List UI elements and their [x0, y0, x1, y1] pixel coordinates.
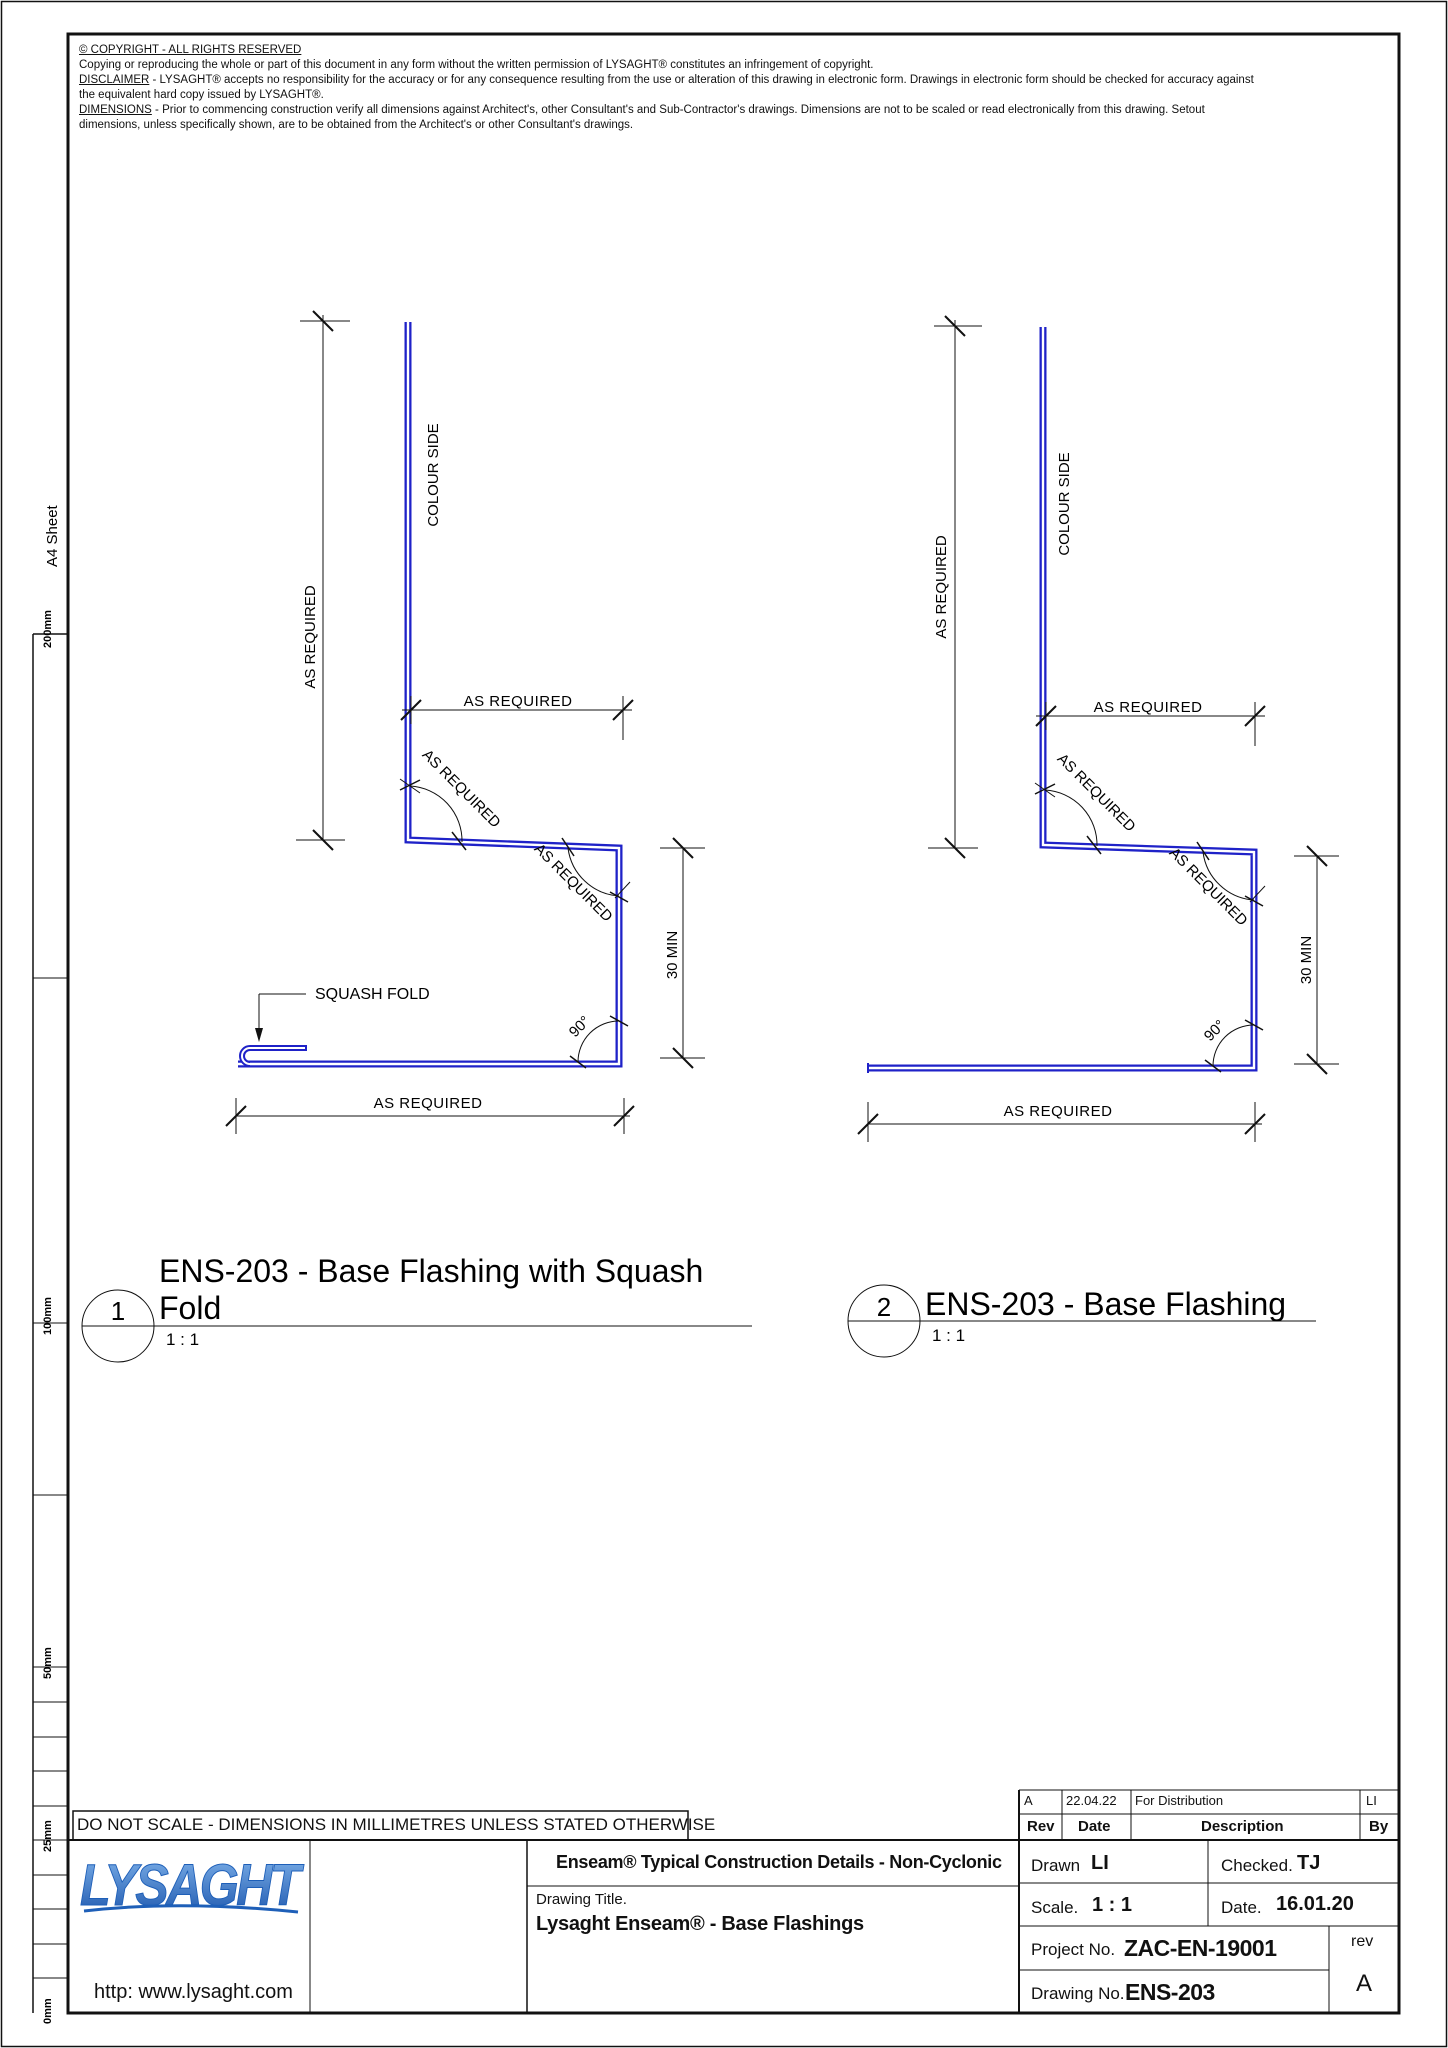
dimensions-text-1: - Prior to commencing construction verif…: [151, 104, 1205, 116]
detail-2-flashing: [867, 327, 1258, 1073]
do-not-scale-note: DO NOT SCALE - DIMENSIONS IN MILLIMETRES…: [77, 1815, 716, 1834]
detail-1-flashing: [238, 322, 623, 1068]
ruler-mark-0: 0mm: [42, 1998, 54, 2024]
detail-2-number: 2: [877, 1292, 891, 1322]
dimensions-heading: DIMENSIONS: [79, 104, 152, 116]
copyright-text: Copying or reproducing the whole or part…: [79, 59, 874, 71]
d1-as-required-bottom: AS REQUIRED: [374, 1095, 483, 1112]
detail-1-dimensions: [225, 310, 705, 1134]
ruler-mark-25: 25mm: [42, 1820, 54, 1852]
detail-2-dimensions: [857, 315, 1339, 1142]
lysaght-logo: LYSAGHT: [80, 1853, 309, 1919]
rev-label: rev: [1351, 1933, 1374, 1950]
detail-2-title: ENS-203 - Base Flashing: [925, 1286, 1286, 1322]
header-description: Description: [1201, 1818, 1284, 1835]
d2-colour-side: COLOUR SIDE: [1056, 452, 1073, 555]
header-by: By: [1369, 1818, 1389, 1835]
website-link[interactable]: http: www.lysaght.com: [94, 1981, 293, 2003]
title-block-lines: [68, 1789, 1399, 2013]
rev-row-rev: A: [1024, 1793, 1033, 1808]
d2-angle-90: 90°: [1201, 1017, 1229, 1045]
detail-1-number: 1: [111, 1296, 125, 1326]
rev-value: A: [1356, 1970, 1373, 1997]
d1-angle-90: 90°: [566, 1013, 594, 1041]
rev-row-by: LI: [1366, 1793, 1377, 1808]
project-title: Enseam® Typical Construction Details - N…: [556, 1852, 1002, 1872]
legal-notes: © COPYRIGHT - ALL RIGHTS RESERVED Copyin…: [79, 43, 1319, 133]
d1-as-required-top: AS REQUIRED: [464, 693, 573, 710]
ruler-mark-50: 50mm: [42, 1647, 54, 1679]
project-no-label: Project No.: [1031, 1940, 1116, 1959]
drawing-title-label: Drawing Title.: [536, 1891, 627, 1908]
detail-1-title-line2: Fold: [159, 1290, 221, 1326]
d2-as-required-top: AS REQUIRED: [1094, 699, 1203, 716]
drawn-value: LI: [1091, 1852, 1109, 1874]
disclaimer-heading: DISCLAIMER: [79, 74, 150, 86]
project-no-value: ZAC-EN-19001: [1124, 1935, 1277, 1961]
ruler-mark-200: 200mm: [42, 610, 54, 648]
drawn-label: Drawn: [1031, 1856, 1081, 1875]
header-date: Date: [1078, 1818, 1111, 1835]
copyright-heading: © COPYRIGHT - ALL RIGHTS RESERVED: [79, 44, 302, 56]
drawing-no-value: ENS-203: [1125, 1979, 1215, 2005]
date-label: Date.: [1221, 1898, 1262, 1917]
d2-as-required-bottom: AS REQUIRED: [1004, 1103, 1113, 1120]
d1-as-required-diagonal-1: AS REQUIRED: [419, 746, 504, 831]
d2-as-required-diagonal-2: AS REQUIRED: [1166, 844, 1251, 929]
scale-label: Scale.: [1031, 1898, 1079, 1917]
ruler-mark-100: 100mm: [42, 1297, 54, 1335]
header-rev: Rev: [1027, 1818, 1055, 1835]
rev-row-date: 22.04.22: [1066, 1793, 1117, 1808]
d2-as-required-vertical: AS REQUIRED: [933, 535, 950, 639]
drawing-title: Lysaght Enseam® - Base Flashings: [536, 1913, 864, 1935]
ruler-sheet-label: A4 Sheet: [44, 504, 61, 567]
disclaimer-text-1: - LYSAGHT® accepts no responsibility for…: [149, 74, 1254, 86]
rev-row-description: For Distribution: [1135, 1793, 1224, 1808]
scale-value: 1 : 1: [1092, 1894, 1133, 1916]
detail-2-profile: [868, 327, 1258, 1072]
d1-as-required-diagonal-2: AS REQUIRED: [531, 840, 616, 925]
squash-fold-arrow: [255, 1028, 263, 1042]
d1-squash-fold-label: SQUASH FOLD: [315, 986, 430, 1003]
d1-30-min: 30 MIN: [664, 931, 681, 979]
dimensions-text-2: dimensions, unless specifically shown, a…: [79, 119, 634, 131]
d1-as-required-vertical: AS REQUIRED: [302, 585, 319, 689]
d1-colour-side: COLOUR SIDE: [425, 423, 442, 526]
d2-as-required-diagonal-1: AS REQUIRED: [1054, 750, 1139, 835]
scale-ruler: [32, 633, 68, 2013]
checked-value: TJ: [1297, 1852, 1321, 1874]
disclaimer-text-2: the equivalent hard copy issued by LYSAG…: [79, 89, 324, 101]
d2-30-min: 30 MIN: [1298, 936, 1315, 984]
drawing-no-label: Drawing No.: [1031, 1984, 1125, 2003]
drawing-frame: [66, 32, 1401, 2015]
detail-1-scale: 1 : 1: [166, 1330, 199, 1349]
checked-label: Checked.: [1221, 1856, 1293, 1875]
detail-1-title-line1: ENS-203 - Base Flashing with Squash: [159, 1253, 703, 1289]
detail-2-scale: 1 : 1: [932, 1326, 965, 1345]
date-value: 16.01.20: [1276, 1893, 1354, 1915]
